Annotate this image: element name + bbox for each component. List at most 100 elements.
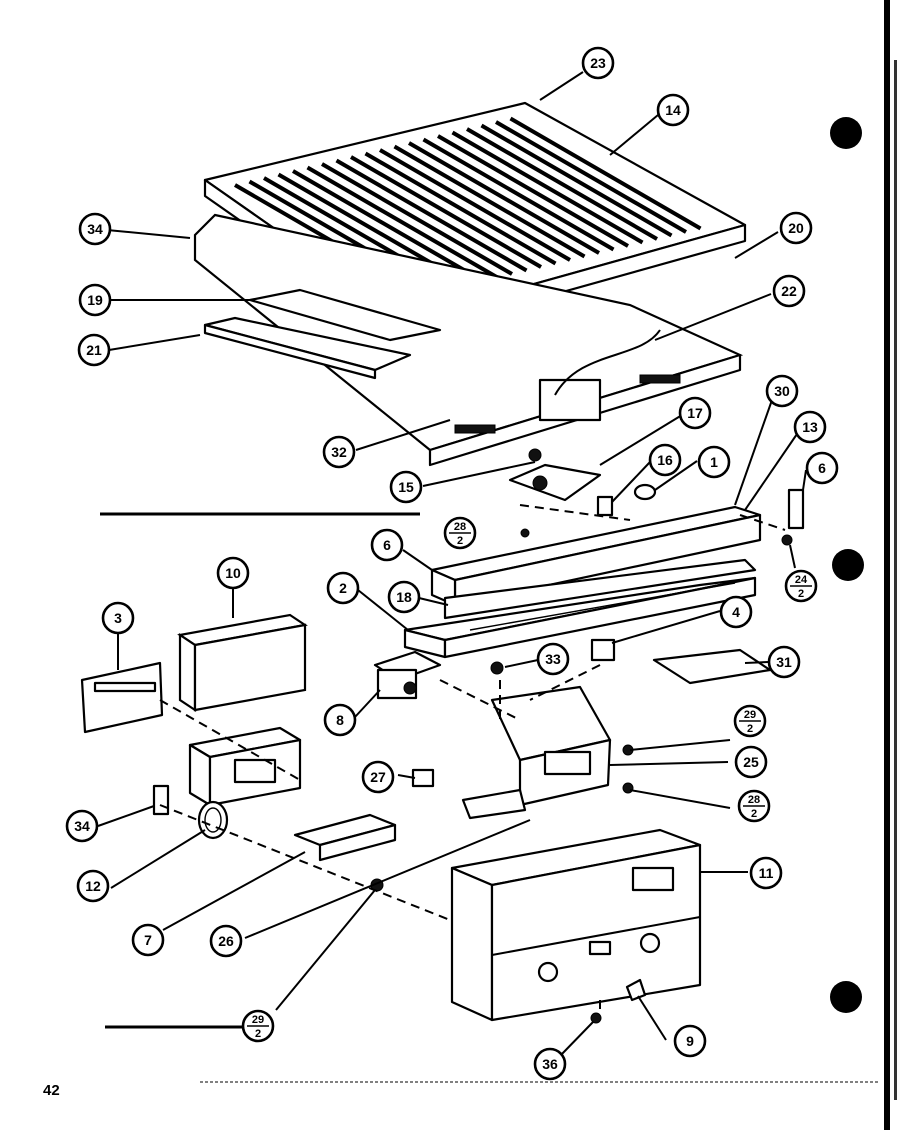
callout-circle	[370, 528, 404, 562]
callout-25: 25	[734, 745, 768, 779]
socket-coil-part-12	[197, 800, 229, 840]
callout-circle	[387, 580, 421, 614]
callout-30: 30	[765, 374, 799, 408]
callout-label: 16	[657, 452, 673, 468]
screw-part-24	[781, 534, 793, 546]
callout-circle	[533, 1047, 567, 1081]
fraction-denominator: 2	[457, 535, 463, 547]
grille-slot	[465, 127, 659, 241]
callout-label: 12	[85, 878, 101, 894]
grille-slot	[494, 120, 688, 234]
grille-slot	[378, 148, 572, 262]
callout-circle	[101, 601, 135, 635]
callout-circle	[793, 410, 827, 444]
callout-34: 34	[65, 809, 99, 843]
callout-label: 6	[818, 460, 826, 476]
callout-circle	[648, 443, 682, 477]
scan-edge-line-2	[894, 60, 897, 1100]
fraction-numerator: 24	[795, 574, 808, 586]
fraction-denominator: 2	[747, 723, 753, 735]
callout-11: 11	[749, 856, 783, 890]
grille-slot	[422, 137, 615, 252]
thermostat-bracket-part-17	[508, 463, 602, 502]
callout-18: 18	[387, 580, 421, 614]
fraction-denominator: 2	[751, 808, 757, 820]
callout-26: 26	[209, 924, 243, 958]
switch-part-8	[373, 650, 442, 700]
callout-14: 14	[656, 93, 690, 127]
callout-circle	[209, 924, 243, 958]
grille-slot	[451, 130, 644, 245]
callout-1: 1	[697, 445, 731, 479]
callout-33: 33	[536, 642, 570, 676]
callout-label: 33	[545, 651, 561, 667]
callout-circle	[326, 571, 360, 605]
callout-19: 19	[78, 283, 112, 317]
fraction-callout: 292	[241, 1009, 275, 1043]
callout-circle	[767, 645, 801, 679]
leader-lines	[97, 71, 807, 1057]
binder-hole-bottom	[830, 981, 862, 1013]
callout-circle	[389, 470, 423, 504]
callout-label: 36	[542, 1056, 558, 1072]
callout-23: 23	[581, 46, 615, 80]
callout-label: 2	[339, 580, 347, 596]
fraction-denominator: 2	[255, 1028, 261, 1040]
callout-circle	[734, 745, 768, 779]
switch-part-27	[411, 768, 435, 788]
callout-9: 9	[673, 1024, 707, 1058]
callout-36: 36	[533, 1047, 567, 1081]
callout-label: 21	[86, 342, 102, 358]
callout-label: 14	[665, 102, 681, 118]
light-housing	[188, 726, 302, 807]
callout-label: 7	[144, 932, 152, 948]
callout-label: 17	[687, 405, 703, 421]
callout-label: 1	[710, 454, 718, 470]
grille-slot	[320, 162, 514, 276]
callout-label: 8	[336, 712, 344, 728]
clip-part-4	[590, 638, 616, 662]
screw-part-36	[590, 1012, 602, 1024]
light-plate-part-3	[80, 661, 164, 734]
binder-hole-top	[830, 117, 862, 149]
grille-slot	[407, 141, 601, 255]
fraction-numerator: 28	[748, 794, 760, 806]
callout-circle	[76, 869, 110, 903]
nut-part-33	[490, 661, 504, 675]
scan-edge-line	[884, 0, 890, 1130]
callout-label: 26	[218, 933, 234, 949]
screw-part-28	[520, 528, 530, 538]
control-box-part-10	[177, 613, 308, 713]
clip-part-16	[596, 495, 614, 517]
end-cap-part-6	[787, 488, 805, 530]
grille-slot	[393, 144, 586, 259]
knob-part-9	[625, 978, 647, 1002]
callout-label: 13	[802, 419, 818, 435]
callout-circle	[77, 333, 111, 367]
grille-slot	[364, 151, 557, 266]
fraction-numerator: 29	[744, 709, 756, 721]
callout-circle	[361, 760, 395, 794]
callout-16: 16	[648, 443, 682, 477]
fraction-callout: 282	[737, 789, 771, 823]
cover-plate-part-31	[652, 648, 772, 685]
callout-circle	[131, 923, 165, 957]
callout-circle	[719, 595, 753, 629]
control-bracket-part-6	[430, 505, 762, 607]
callout-circle	[673, 1024, 707, 1058]
knob-part-1	[633, 483, 657, 501]
callout-circle	[779, 211, 813, 245]
callout-label: 22	[781, 283, 797, 299]
callout-label: 11	[759, 865, 774, 881]
housing-tray-part-32	[193, 213, 744, 467]
callout-3: 3	[101, 601, 135, 635]
callout-label: 34	[87, 221, 103, 237]
callout-label: 27	[370, 769, 386, 785]
callout-label: 31	[776, 654, 792, 670]
callout-circle	[322, 435, 356, 469]
callout-circle	[805, 451, 839, 485]
callout-21: 21	[77, 333, 111, 367]
fraction-denominator: 2	[798, 588, 804, 600]
callout-20: 20	[779, 211, 813, 245]
